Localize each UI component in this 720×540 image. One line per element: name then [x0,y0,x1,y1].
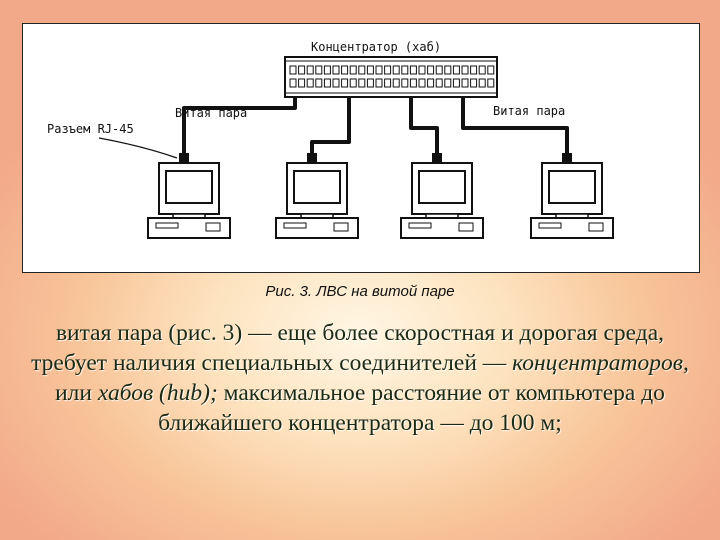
body-text: витая пара (рис. 3) — еще более скоростн… [18,318,702,438]
hub-port [349,65,357,75]
hub-port [427,78,435,88]
rj45-connector [179,153,189,162]
figure-caption: Рис. 3. ЛВС на витой паре [265,283,455,300]
hub-port [435,78,443,88]
hub-port [401,78,409,88]
monitor-screen [418,170,466,204]
body-part-2: или [55,380,98,406]
connector-pointer [98,137,178,159]
body-part-1: витая пара (рис. 3) — еще более скоростн… [31,320,665,376]
hub-port [315,65,323,75]
hub-port [289,78,297,88]
hub-port [306,78,314,88]
monitor-screen [165,170,213,204]
monitor-screen [293,170,341,204]
cable-right-label: Витая пара [493,104,565,118]
network-diagram: Концентратор (хаб) Витая пара Витая пара… [47,40,614,239]
hub-port [298,78,306,88]
power-button [588,222,604,232]
hub-port [418,78,426,88]
term-hubs: концентраторов, [512,350,689,376]
hub-port [392,78,400,88]
hub-port [478,78,486,88]
hub-port [452,65,460,75]
hub-port [323,78,331,88]
connector-label: Разъем RJ-45 [47,122,134,136]
rj45-connector [562,153,572,162]
hub-port [401,65,409,75]
hub-port [384,65,392,75]
power-button [205,222,221,232]
hub-port [306,65,314,75]
hub-port [289,65,297,75]
hub-port [478,65,486,75]
cable-2 [310,97,351,154]
computer-4 [530,153,614,239]
power-button [458,222,474,232]
hub-port [315,78,323,88]
floppy-drive [538,222,562,229]
hub-port [461,78,469,88]
body-part-3: максимальное расстояние от компьютера до… [158,380,665,436]
computers [147,153,614,239]
hub-port [409,78,417,88]
hub-port [349,78,357,88]
hub-port [323,65,331,75]
hub-label: Концентратор (хаб) [311,40,441,54]
hub-port [418,65,426,75]
hub-ports [289,65,495,88]
hub-port [332,78,340,88]
hub-port [444,78,452,88]
term-hub: хабов (hub); [97,380,218,406]
hub-port [366,65,374,75]
hub-device [284,56,498,98]
hub-port [332,65,340,75]
monitor-screen [548,170,596,204]
hub-port [392,65,400,75]
computer-2 [275,153,359,239]
hub-port [470,65,478,75]
cable-4 [461,97,569,154]
cable-1 [182,97,297,154]
hub-port [452,78,460,88]
cable-3 [409,97,439,154]
computer-1 [147,153,231,239]
floppy-drive [408,222,432,229]
figure-panel: Концентратор (хаб) Витая пара Витая пара… [22,23,700,273]
hub-port [358,65,366,75]
hub-port [358,78,366,88]
hub-port [409,65,417,75]
hub-port [384,78,392,88]
floppy-drive [155,222,179,229]
hub-port [298,65,306,75]
twisted-pair-cables [182,97,569,154]
hub-port [427,65,435,75]
hub-port [461,65,469,75]
floppy-drive [283,222,307,229]
hub-port [470,78,478,88]
hub-port [366,78,374,88]
hub-port [444,65,452,75]
hub-port [487,65,495,75]
rj45-connector [432,153,442,162]
hub-port [435,65,443,75]
hub-port [375,65,383,75]
hub-port [487,78,495,88]
computer-3 [400,153,484,239]
hub-port [375,78,383,88]
hub-port [341,65,349,75]
hub-port [341,78,349,88]
rj45-connector [307,153,317,162]
power-button [333,222,349,232]
